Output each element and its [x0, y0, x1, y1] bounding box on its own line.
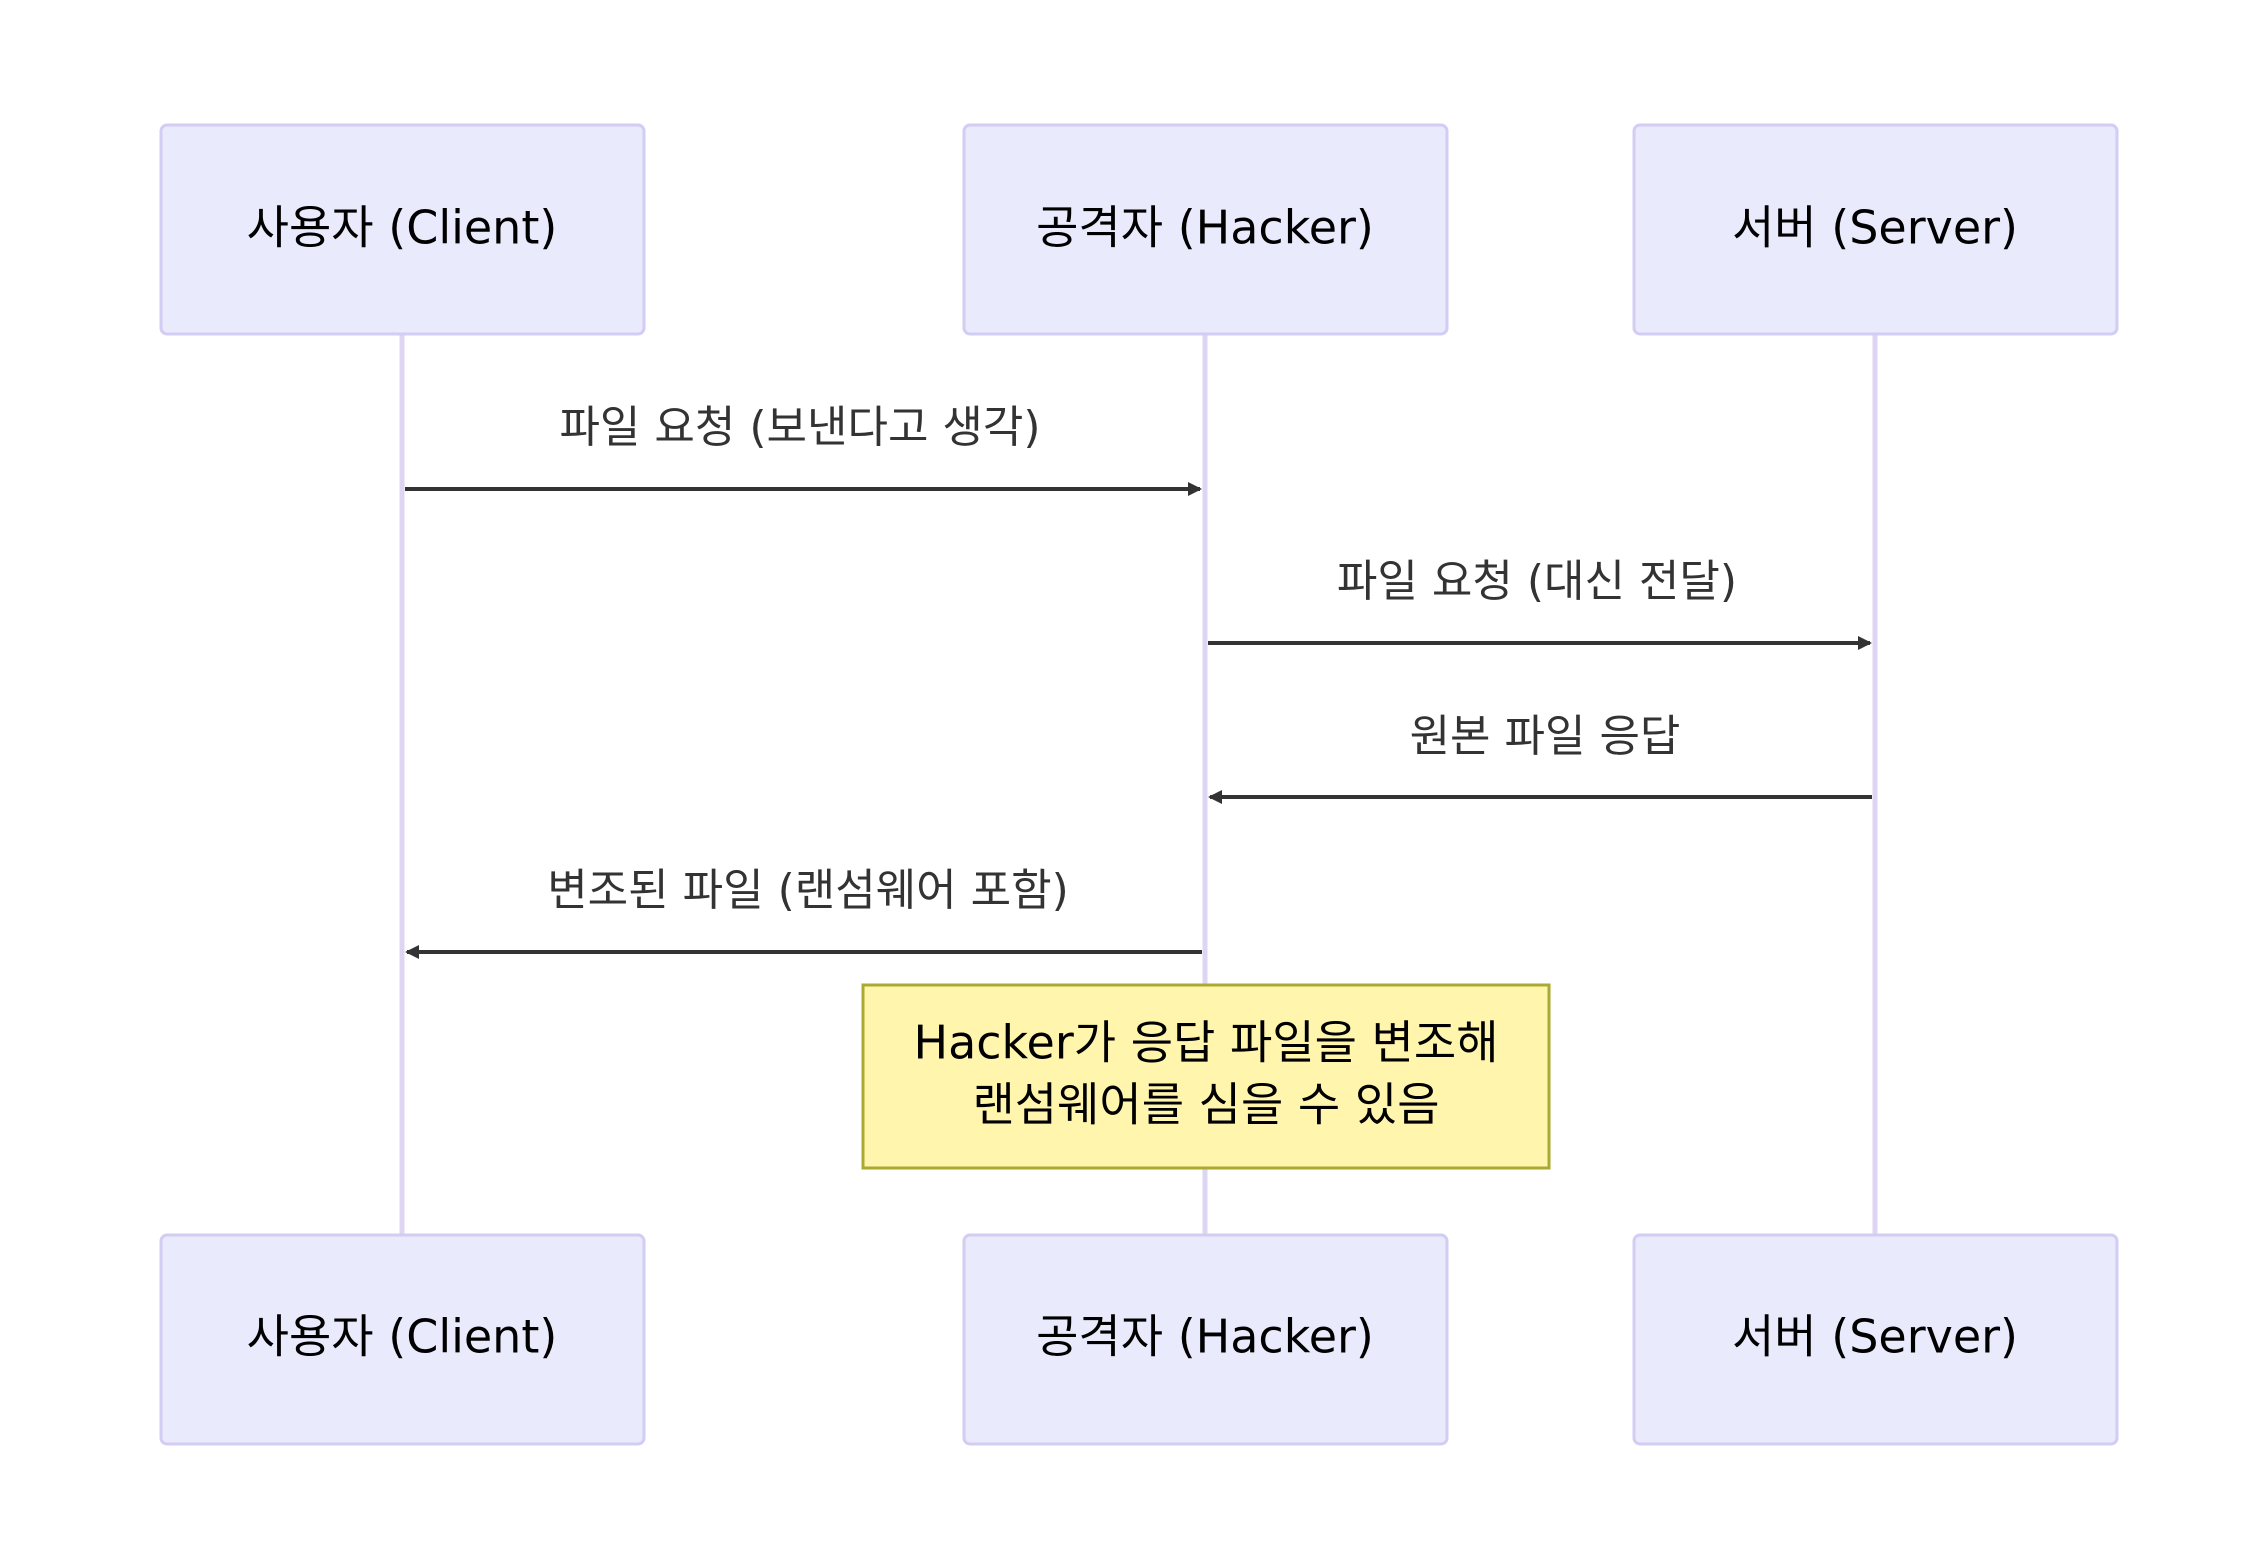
actor-hacker-top-label: 공격자 (Hacker) — [1036, 201, 1374, 255]
actor-hacker-bottom: 공격자 (Hacker) — [962, 1233, 1449, 1446]
message-3-label: 원본 파일 응답 — [1410, 711, 1681, 762]
message-1: 파일 요청 (보낸다고 생각) — [405, 402, 1202, 496]
actor-hacker-top: 공격자 (Hacker) — [962, 123, 1449, 336]
note-line-1: Hacker가 응답 파일을 변조해 — [913, 1016, 1498, 1070]
actor-server-top: 서버 (Server) — [1632, 123, 2119, 336]
actor-server-bottom-label: 서버 (Server) — [1732, 1310, 2018, 1364]
message-2: 파일 요청 (대신 전달) — [1208, 556, 1872, 650]
note-box: Hacker가 응답 파일을 변조해 랜섬웨어를 심을 수 있음 — [861, 983, 1551, 1170]
message-4-label: 변조된 파일 (랜섬웨어 포함) — [547, 865, 1069, 916]
actor-hacker-bottom-label: 공격자 (Hacker) — [1036, 1310, 1374, 1364]
message-2-label: 파일 요청 (대신 전달) — [1337, 556, 1737, 607]
actor-client-bottom: 사용자 (Client) — [159, 1233, 646, 1446]
actor-client-top: 사용자 (Client) — [159, 123, 646, 336]
message-4: 변조된 파일 (랜섬웨어 포함) — [405, 865, 1202, 959]
message-3: 원본 파일 응답 — [1208, 711, 1872, 804]
actor-client-top-label: 사용자 (Client) — [247, 201, 558, 255]
actor-server-top-label: 서버 (Server) — [1732, 201, 2018, 255]
note-line-2: 랜섬웨어를 심을 수 있음 — [972, 1078, 1439, 1132]
actor-client-bottom-label: 사용자 (Client) — [247, 1310, 558, 1364]
actor-server-bottom: 서버 (Server) — [1632, 1233, 2119, 1446]
message-1-label: 파일 요청 (보낸다고 생각) — [559, 402, 1040, 453]
